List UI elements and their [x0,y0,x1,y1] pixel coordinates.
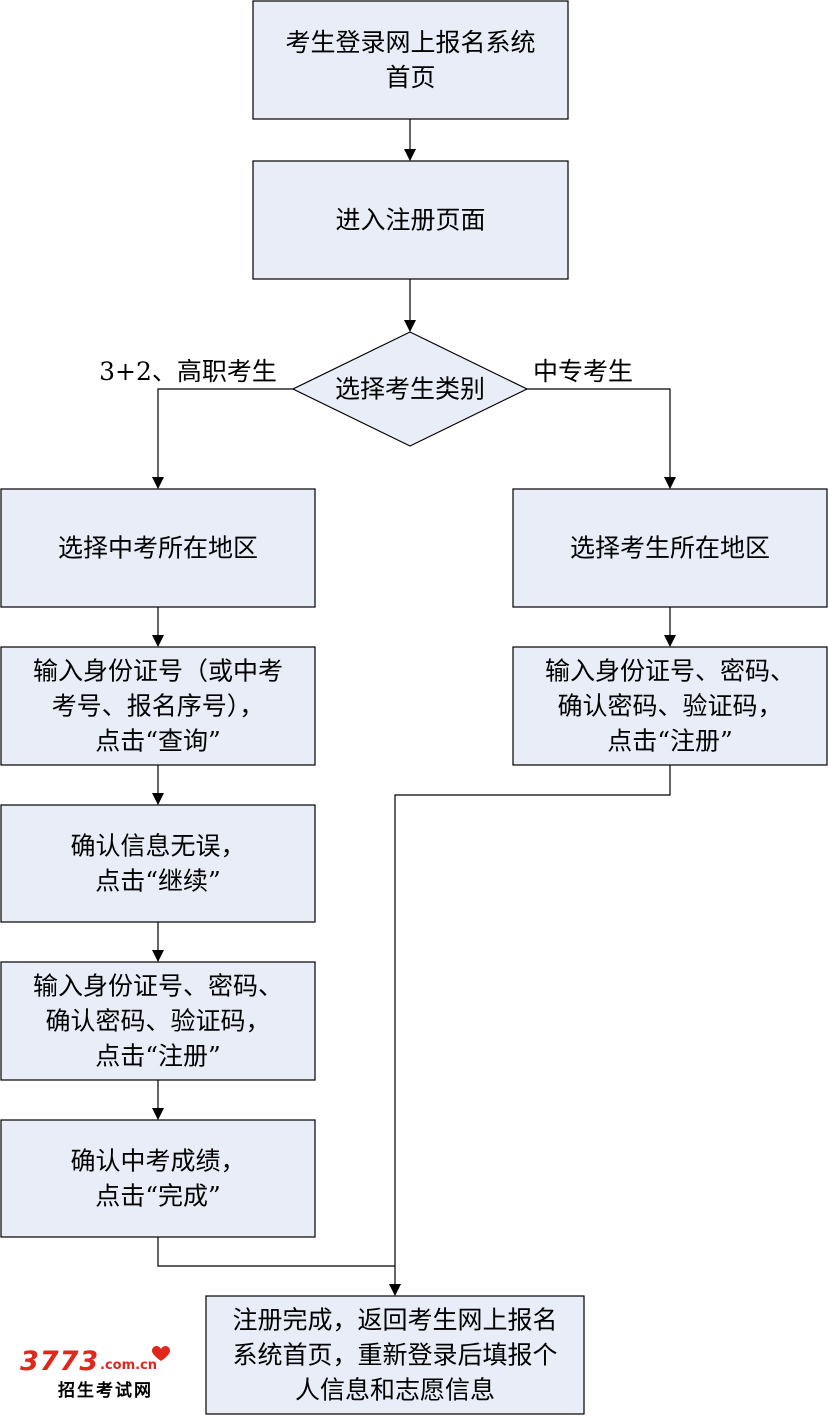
node-label-line: 选择考生所在地区 [570,534,770,563]
process-box [512,488,828,608]
node-right-register: 输入身份证号、密码、确认密码、验证码， 点击“注册” [512,646,828,766]
logo-domain: .com.cn [100,1358,158,1373]
node-label-line: 点击“完成” [95,1182,221,1211]
process-box [0,488,316,608]
process-box [512,646,828,766]
process-box [252,0,569,120]
node-label-line: 点击“注册” [607,727,733,756]
node-label-line: 系统首页，重新登录后填报个 [232,1341,557,1370]
node-label-line: 确认中考成绩， [70,1147,245,1176]
node-label-line: 考生登录网上报名系统 [285,28,535,57]
process-box [0,961,316,1081]
edge-right-register-to-finish [389,765,671,1296]
decision-diamond [291,331,529,447]
process-box [205,1295,585,1415]
node-label-line: 考号、报名序号）， [52,692,265,721]
node-label-line: 选择考生类别 [335,375,485,404]
node-label-line: 点击“查询” [95,727,221,756]
node-label-line: 输入身份证号、密码、 [545,657,795,686]
node-label-line: 首页 [385,63,435,92]
process-box [0,804,316,923]
edge-labels: 3+2、高职考生 中专考生 [99,357,633,386]
node-label-line: 输入身份证号（或中考 [33,657,283,686]
node-label-line: 点击“继续” [95,867,221,896]
edge-choose-type-to-left-region [152,388,293,489]
node-register-page: 进入注册页面 [252,160,569,280]
logo-number: 3773 [20,1346,100,1377]
node-left-region: 选择中考所在地区 [0,488,316,608]
node-label-line: 人信息和志愿信息 [295,1376,495,1405]
node-label-line: 注册完成，返回考生网上报名 [232,1306,557,1335]
edge-label-right-branch: 中专考生 [533,357,633,386]
edge-left-scores-to-finish [157,1237,395,1267]
node-left-scores: 确认中考成绩， 点击“完成” [0,1119,316,1238]
node-choose-type: 选择考生类别 [291,331,529,447]
edge-choose-type-to-right-region [527,388,676,489]
edge-label-left-branch: 3+2、高职考生 [99,357,277,386]
node-label-line: 选择中考所在地区 [58,534,258,563]
node-label-line: 点击“注册” [95,1042,221,1071]
process-box [0,646,316,766]
site-logo: 3773 .com.cn 招生考试网 [20,1346,180,1406]
node-label-line: 进入注册页面 [335,206,485,235]
logo-subtitle: 招生考试网 [58,1381,153,1401]
node-left-confirm: 确认信息无误， 点击“继续” [0,804,316,923]
node-left-register: 输入身份证号、密码、确认密码、验证码， 点击“注册” [0,961,316,1081]
node-label-line: 确认密码、验证码， [557,692,782,721]
process-box [252,160,569,280]
node-label-line: 输入身份证号、密码、 [33,972,283,1001]
process-box [0,1119,316,1238]
node-label-line: 确认信息无误， [70,832,245,861]
edges [152,119,676,1296]
heart-icon [152,1346,170,1361]
node-label-line: 确认密码、验证码， [45,1007,270,1036]
node-right-region: 选择考生所在地区 [512,488,828,608]
